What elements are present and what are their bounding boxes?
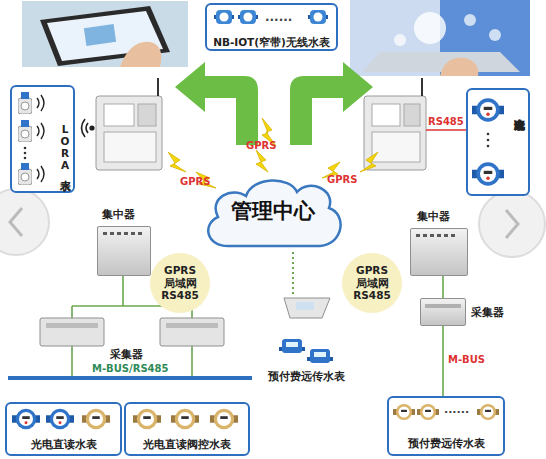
node-label: GPRS 局域网 RS485 (155, 264, 205, 302)
connector-line (442, 276, 444, 298)
green-arrow (290, 62, 373, 145)
laptop-photo (440, 58, 478, 76)
cloud-shape: 管理中心 (198, 172, 348, 252)
prepaid-terminal (296, 302, 314, 310)
tablet-photo (22, 1, 188, 67)
collector-device (166, 323, 218, 328)
concentrator-device (421, 78, 423, 96)
tablet-photo (40, 6, 170, 66)
collector-device (40, 318, 224, 346)
node-label: 预付费远传水表 (389, 438, 503, 451)
collector-box: 采集器 (420, 298, 466, 326)
prepaid-terminal (284, 298, 330, 318)
wireless-symbol (82, 119, 94, 137)
concentrator-device (372, 132, 420, 162)
concentrator-box: 集中器 (410, 228, 468, 276)
laptop-photo (489, 29, 501, 41)
tablet-photo (22, 1, 188, 67)
concentrator-device (104, 104, 134, 126)
lightning-bolt (168, 118, 378, 188)
wireless-symbol (90, 126, 94, 130)
bus-name: M-BUS/RS485 (92, 363, 168, 374)
laptop-photo (414, 12, 446, 44)
nav-circle (479, 191, 545, 257)
node-label: NB-IOT(窄带)无线水表 (207, 36, 336, 48)
concentrator-device (372, 104, 400, 126)
laptop-photo (464, 14, 476, 26)
meter-group-box: 光电直读水表 (5, 402, 122, 456)
collector-device (40, 318, 104, 346)
device-name: 预付费远传水表 (268, 370, 345, 384)
rs485-wire (426, 129, 466, 131)
node-label: 集中器 (417, 211, 450, 224)
laptop-photo (350, 0, 530, 76)
node-label: 光电直读阀控水表 (126, 439, 248, 452)
wireless-symbol (86, 123, 88, 133)
tablet-photo (22, 1, 188, 67)
concentrator-device (96, 96, 162, 170)
prepaid-terminal (284, 298, 330, 318)
green-arrow (175, 62, 373, 145)
laptop-photo (350, 0, 530, 76)
green-arrow (175, 62, 258, 145)
prepaid-meter (279, 339, 305, 353)
node-label: LORA水表 (59, 123, 71, 171)
network-circle: GPRS 局域网 RS485 (150, 253, 210, 313)
collector-device (46, 323, 98, 328)
wire (71, 346, 73, 377)
node-label: 集中器 (102, 209, 135, 222)
node-label: GPRS 局域网 RS485 (347, 264, 397, 302)
meter-group-box: 光电直读水表 (466, 88, 530, 196)
concentrator-device (138, 104, 156, 126)
bus-bar (8, 376, 252, 380)
lightning-bolt (168, 152, 186, 172)
ellipsis-text: ...... (444, 404, 469, 417)
prepaid-meter (307, 349, 333, 363)
wireless-symbol (82, 119, 86, 137)
prepaid-meter (279, 339, 333, 363)
nav-circle (0, 189, 49, 255)
wire (191, 346, 193, 377)
concentrator-device (157, 78, 159, 96)
concentrator-device (404, 104, 420, 126)
meter-group-box: ...... NB-IOT(窄带)无线水表 (205, 3, 338, 51)
meter-group-box: LORA水表 (10, 85, 75, 193)
meter-group-box: 光电直读阀控水表 (124, 402, 250, 456)
device-name: 采集器 (110, 347, 143, 362)
protocol-name: GPRS (180, 176, 210, 187)
nav-circle (506, 210, 518, 238)
protocol-name: GPRS (246, 140, 276, 151)
concentrator-device (104, 132, 156, 162)
protocol-name: GPRS (327, 174, 357, 185)
laptop-photo (362, 52, 520, 72)
node-label: 管理中心 (198, 199, 348, 223)
laptop-photo (394, 34, 406, 46)
bus-bar (8, 376, 252, 380)
wire (122, 276, 124, 306)
connector-line (442, 326, 444, 396)
wire (292, 252, 294, 297)
rs485-wire (426, 130, 466, 131)
meter-group-box: ...... 预付费远传水表 (387, 396, 505, 456)
concentrator-box: 集中器 (97, 226, 151, 276)
node-label: 光电直读水表 (7, 439, 120, 452)
lightning-bolt (256, 150, 268, 172)
wire (71, 306, 73, 318)
network-circle: GPRS 局域网 RS485 (342, 253, 402, 313)
lightning-bolt (360, 152, 378, 172)
connector-label: M-BUS (448, 354, 485, 365)
node-label: 采集器 (471, 307, 504, 320)
collector-device (160, 318, 224, 346)
tablet-photo (120, 42, 161, 67)
bus-name: RS485 (428, 116, 464, 127)
tablet-photo (84, 24, 116, 46)
nav-circle (10, 208, 22, 236)
ellipsis-text: ...... (265, 11, 292, 25)
